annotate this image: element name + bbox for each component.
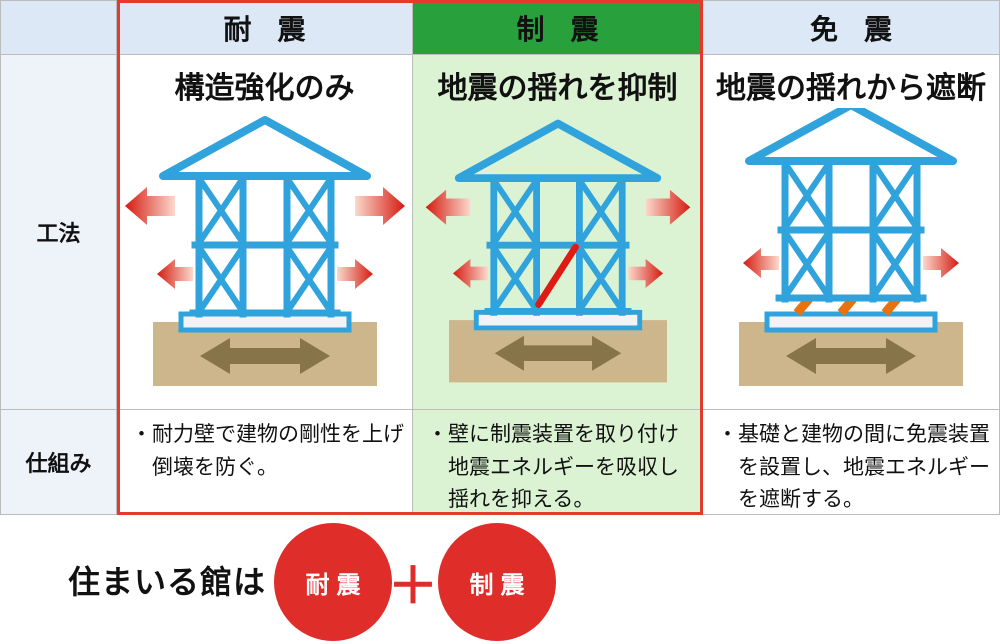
house-frame-icon <box>159 116 371 318</box>
taishin-badge: 耐震 <box>274 523 392 641</box>
quake-arrow-left-large-icon <box>425 189 470 225</box>
seishin-badge: 制震 <box>438 523 556 641</box>
quake-arrow-right-small-icon <box>923 248 959 278</box>
method-subtitle-menshin: 地震の揺れから遮断 <box>716 72 986 105</box>
method-cell-seishin: 地震の揺れを抑制 <box>413 55 703 410</box>
seishin-badge-label: 制震 <box>469 571 532 599</box>
method-cell-taishin: 構造強化のみ <box>117 55 413 410</box>
mechanism-text-taishin: ・耐力壁で建物の剛性を上げ倒壊を防ぐ。 <box>131 423 404 479</box>
ground-motion-arrow-icon <box>200 338 330 374</box>
taishin-badge-label: 耐震 <box>305 571 368 599</box>
ground-motion-arrow-icon <box>786 338 916 374</box>
house-diagram-seishin <box>425 119 690 383</box>
method-cell-menshin: 地震の揺れから遮断 <box>703 55 1000 410</box>
house-frame-icon <box>745 108 957 303</box>
mechanism-cell-taishin: ・耐力壁で建物の剛性を上げ倒壊を防ぐ。 <box>117 410 413 515</box>
method-subtitle-taishin: 構造強化のみ <box>174 72 355 105</box>
quake-arrow-left-large-icon <box>125 187 175 225</box>
mechanism-text-menshin: ・基礎と建物の間に免震装置を設置し、地震エネルギーを遮断する。 <box>717 423 990 512</box>
footer: 住まいる館は 耐震 ＋ 制震 <box>0 515 1000 644</box>
column-header-seishin-label: 制震 <box>516 13 625 45</box>
column-header-menshin-label: 免震 <box>809 13 918 45</box>
quake-arrow-left-small-icon <box>157 259 193 289</box>
column-header-menshin: 免震 <box>703 0 1000 55</box>
plus-icon: ＋ <box>388 558 438 614</box>
quake-arrow-right-large-icon <box>645 189 690 225</box>
quake-arrow-left-small-icon <box>452 258 488 289</box>
brand-text: 住まいる館は <box>68 563 267 600</box>
row-label-mechanism: 仕組み <box>0 410 117 515</box>
quake-arrow-right-large-icon <box>355 187 405 225</box>
corner-cell <box>0 0 117 55</box>
house-diagram-menshin <box>739 108 963 386</box>
quake-arrow-right-small-icon <box>627 258 663 289</box>
column-header-seishin: 制震 <box>413 0 703 55</box>
damper-icon <box>534 243 579 308</box>
row-label-method: 工法 <box>0 55 117 410</box>
mechanism-cell-menshin: ・基礎と建物の間に免震装置を設置し、地震エネルギーを遮断する。 <box>703 410 1000 515</box>
quake-arrow-right-small-icon <box>337 259 373 289</box>
row-label-method-text: 工法 <box>36 221 81 246</box>
base-plate <box>764 311 938 333</box>
mechanism-cell-seishin: ・壁に制震装置を取り付け地震エネルギーを吸収し揺れを抑える。 <box>413 410 703 515</box>
row-label-mechanism-text: 仕組み <box>25 451 92 476</box>
ground-motion-arrow-icon <box>494 335 621 371</box>
column-header-taishin: 耐震 <box>117 0 413 55</box>
mechanism-text-seishin: ・壁に制震装置を取り付け地震エネルギーを吸収し揺れを抑える。 <box>427 423 679 512</box>
quake-arrow-left-small-icon <box>743 248 779 278</box>
house-diagram-taishin <box>125 116 405 386</box>
method-subtitle-seishin: 地震の揺れを抑制 <box>437 72 678 105</box>
house-frame-icon <box>454 119 661 316</box>
column-header-taishin-label: 耐震 <box>223 13 332 45</box>
